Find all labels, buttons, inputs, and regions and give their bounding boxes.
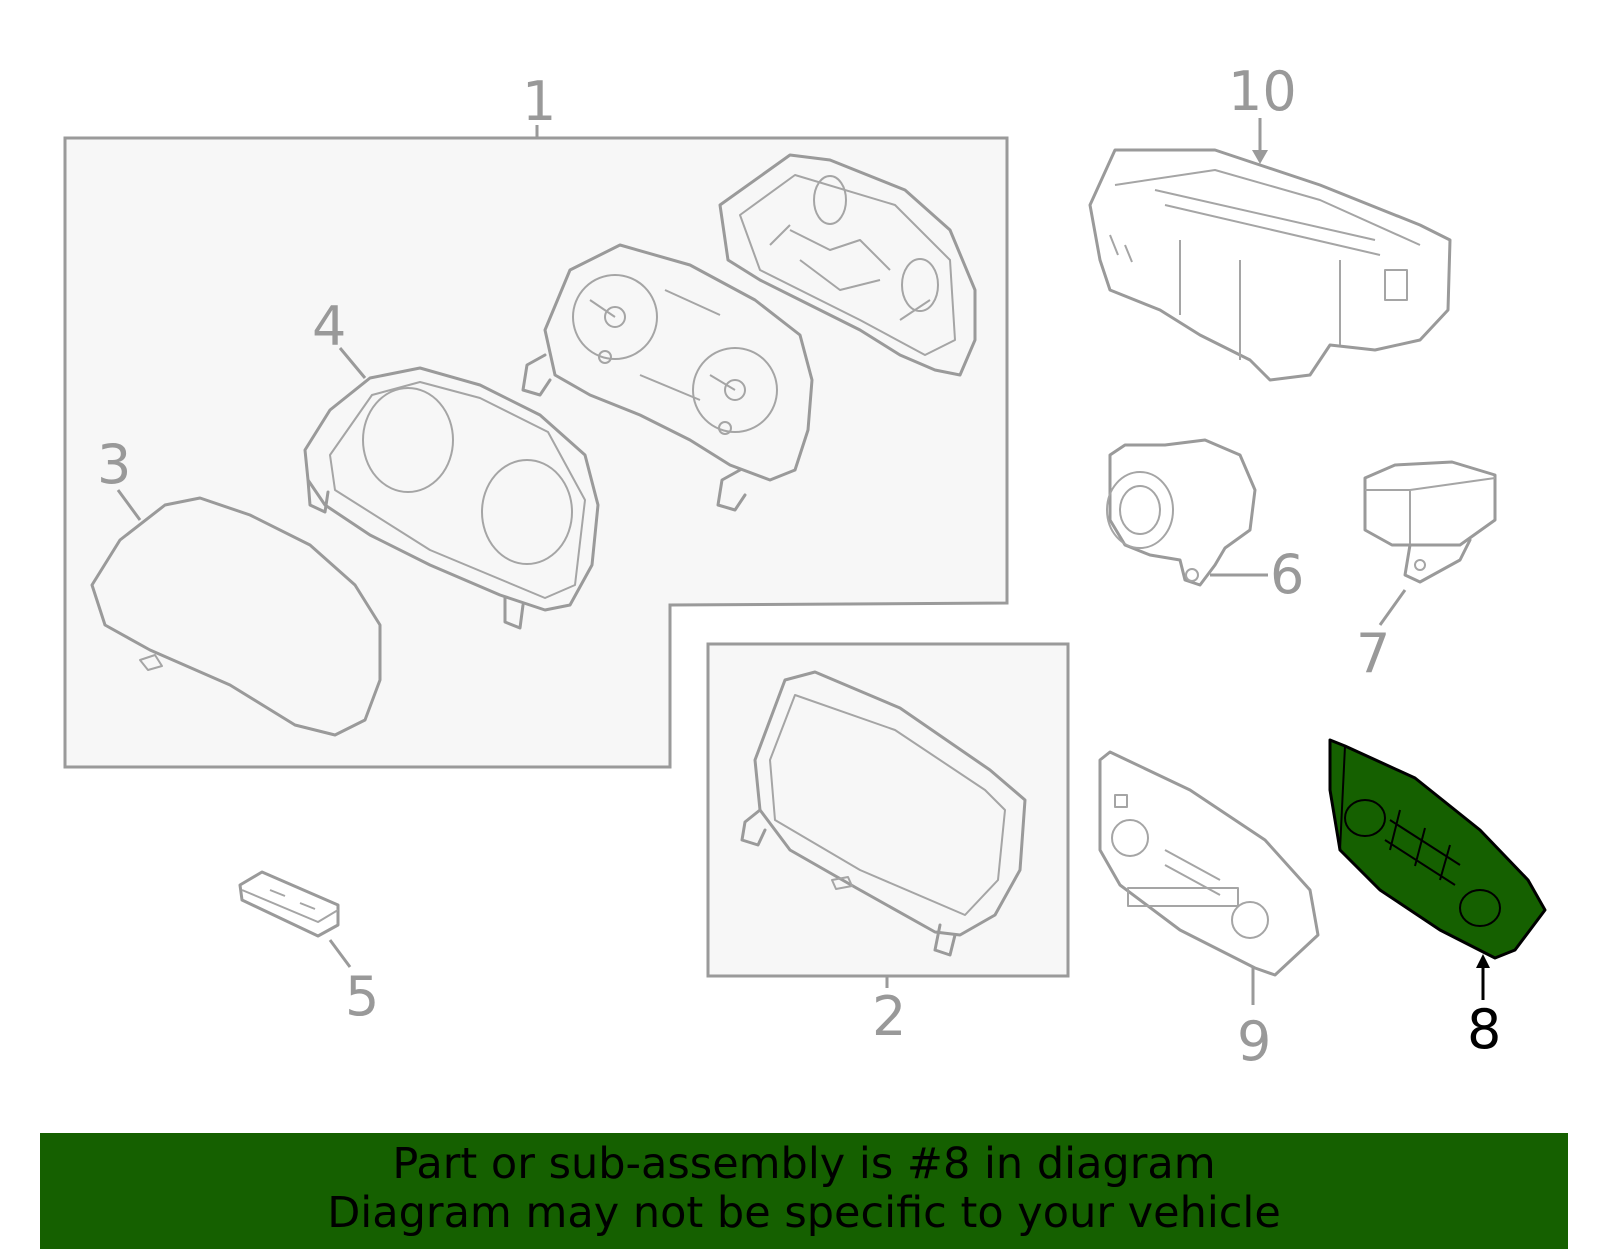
part-8-knob-right — [1459, 889, 1501, 927]
label-5: 5 — [345, 965, 379, 1028]
label-6: 6 — [1270, 543, 1304, 606]
label-7: 7 — [1356, 622, 1390, 685]
info-banner: Part or sub-assembly is #8 in diagram Di… — [40, 1133, 1568, 1249]
assembly-1-box — [63, 136, 1009, 769]
cluster-gauge-face — [521, 243, 814, 512]
label-2: 2 — [872, 985, 906, 1048]
part-6-switch — [1106, 438, 1257, 587]
part-9-control-panel — [1098, 750, 1320, 977]
label-9: 9 — [1237, 1010, 1271, 1073]
part-10-hvac-unit — [1088, 148, 1452, 382]
cluster-back-housing — [718, 153, 977, 377]
part-8-body — [1328, 738, 1547, 960]
label-4: 4 — [312, 295, 346, 358]
label-1: 1 — [522, 70, 556, 133]
cluster-lens — [90, 496, 382, 737]
banner-line-2: Diagram may not be specific to your vehi… — [327, 1188, 1281, 1238]
label-3: 3 — [97, 433, 131, 496]
part-8-knob-left — [1344, 799, 1386, 837]
arrow-10 — [1252, 150, 1268, 164]
leader-4 — [338, 347, 367, 379]
part-8-buttons — [1384, 809, 1461, 886]
assembly-2-box — [706, 642, 1070, 978]
label-8: 8 — [1467, 998, 1501, 1061]
banner-line-1: Part or sub-assembly is #8 in diagram — [392, 1139, 1216, 1189]
leader-7 — [1378, 589, 1407, 626]
part-5-connector — [238, 870, 340, 938]
label-10: 10 — [1228, 60, 1297, 123]
arrow-8 — [1476, 954, 1490, 968]
cluster-bezel — [303, 366, 600, 630]
leader-3 — [116, 489, 142, 521]
part-8-highlighted-panel — [1328, 738, 1547, 960]
leader-5 — [328, 939, 352, 968]
part-7-module — [1363, 460, 1497, 584]
part-2-housing — [740, 670, 1027, 957]
